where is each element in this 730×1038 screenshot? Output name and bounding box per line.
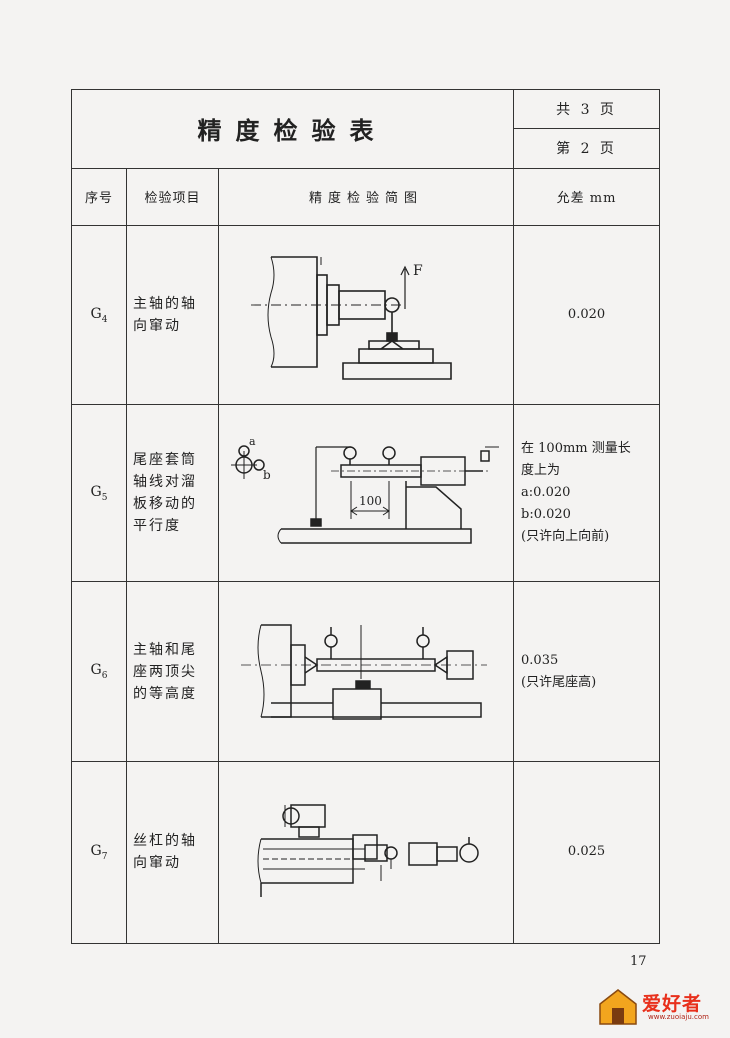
- page-number: 17: [630, 954, 647, 969]
- row-item: 主轴的轴向窜动: [126, 224, 219, 406]
- tolerance-line: 度上为: [521, 463, 561, 479]
- table-row: G5 尾座套筒轴线对溜板移动的平行度 a b: [71, 404, 661, 583]
- header-tolerance: 允差 mm: [513, 167, 661, 226]
- house-logo-icon: [599, 989, 637, 1025]
- tolerance-line: b:0.020: [521, 507, 571, 523]
- table-row: G6 主轴和尾座两顶尖的等高度: [71, 581, 661, 762]
- figure-cell: [217, 760, 515, 945]
- spindle-axial-diagram: F: [251, 256, 452, 380]
- row-no: G4: [71, 224, 127, 406]
- watermark-logo: 爱好者 www.zuoiaju.com: [596, 986, 724, 1028]
- tolerance-line: 0.020: [567, 307, 606, 323]
- figure-cell: F: [217, 224, 515, 406]
- figure-cell: a b 100: [217, 404, 515, 583]
- tolerance-line: 0.025: [567, 844, 606, 860]
- tolerance-line: a:0.020: [521, 485, 571, 501]
- label-a: a: [249, 435, 256, 448]
- row-tolerance: 0.025: [513, 760, 661, 945]
- row-item: 丝杠的轴向窜动: [126, 760, 219, 945]
- header-no: 序号: [71, 167, 127, 226]
- leadscrew-axial-diagram: [257, 804, 479, 898]
- row-item: 尾座套筒轴线对溜板移动的平行度: [126, 404, 219, 583]
- row-tolerance: 0.020: [513, 224, 661, 406]
- row-no: G7: [71, 760, 127, 945]
- table-title: 精度检验表: [70, 89, 515, 169]
- tolerance-line: (只许向上向前): [521, 529, 610, 545]
- figure-cell: [217, 581, 515, 762]
- watermark-site: www.zuoiaju.com: [648, 1013, 709, 1021]
- tolerance-line: 0.035: [521, 652, 559, 668]
- row-tolerance: 在 100mm 测量长 度上为 a:0.020 b:0.020 (只许向上向前): [513, 404, 661, 583]
- tolerance-line: 在 100mm 测量长: [521, 441, 631, 457]
- row-tolerance: 0.035 (只许尾座高): [513, 581, 661, 762]
- page-total: 共 3 页: [513, 88, 661, 130]
- table-row: G7 丝杠的轴向窜动: [71, 760, 661, 945]
- row-no: G6: [71, 581, 127, 762]
- watermark-brand: 爱好者: [642, 993, 703, 1015]
- inspection-sheet: 精度检验表 共 3 页 第 2 页 序号 检验项目 精度检验简图 允差 mm G…: [70, 88, 661, 945]
- page-current: 第 2 页: [513, 128, 661, 169]
- tolerance-line: (只许尾座高): [521, 674, 597, 690]
- label-b: b: [263, 468, 271, 482]
- header-figure: 精度检验简图: [217, 167, 515, 226]
- table-row: G4 主轴的轴向窜动 F 0.0: [71, 224, 661, 406]
- force-label: F: [413, 263, 423, 279]
- inspection-table: 精度检验表 共 3 页 第 2 页 序号 检验项目 精度检验简图 允差 mm G…: [70, 88, 661, 945]
- header-item: 检验项目: [126, 167, 219, 226]
- span-label: 100: [359, 494, 382, 508]
- row-item: 主轴和尾座两顶尖的等高度: [126, 581, 219, 762]
- center-height-diagram: [241, 623, 488, 720]
- tailstock-parallelism-diagram: a b 100: [231, 435, 500, 545]
- row-no: G5: [71, 404, 127, 583]
